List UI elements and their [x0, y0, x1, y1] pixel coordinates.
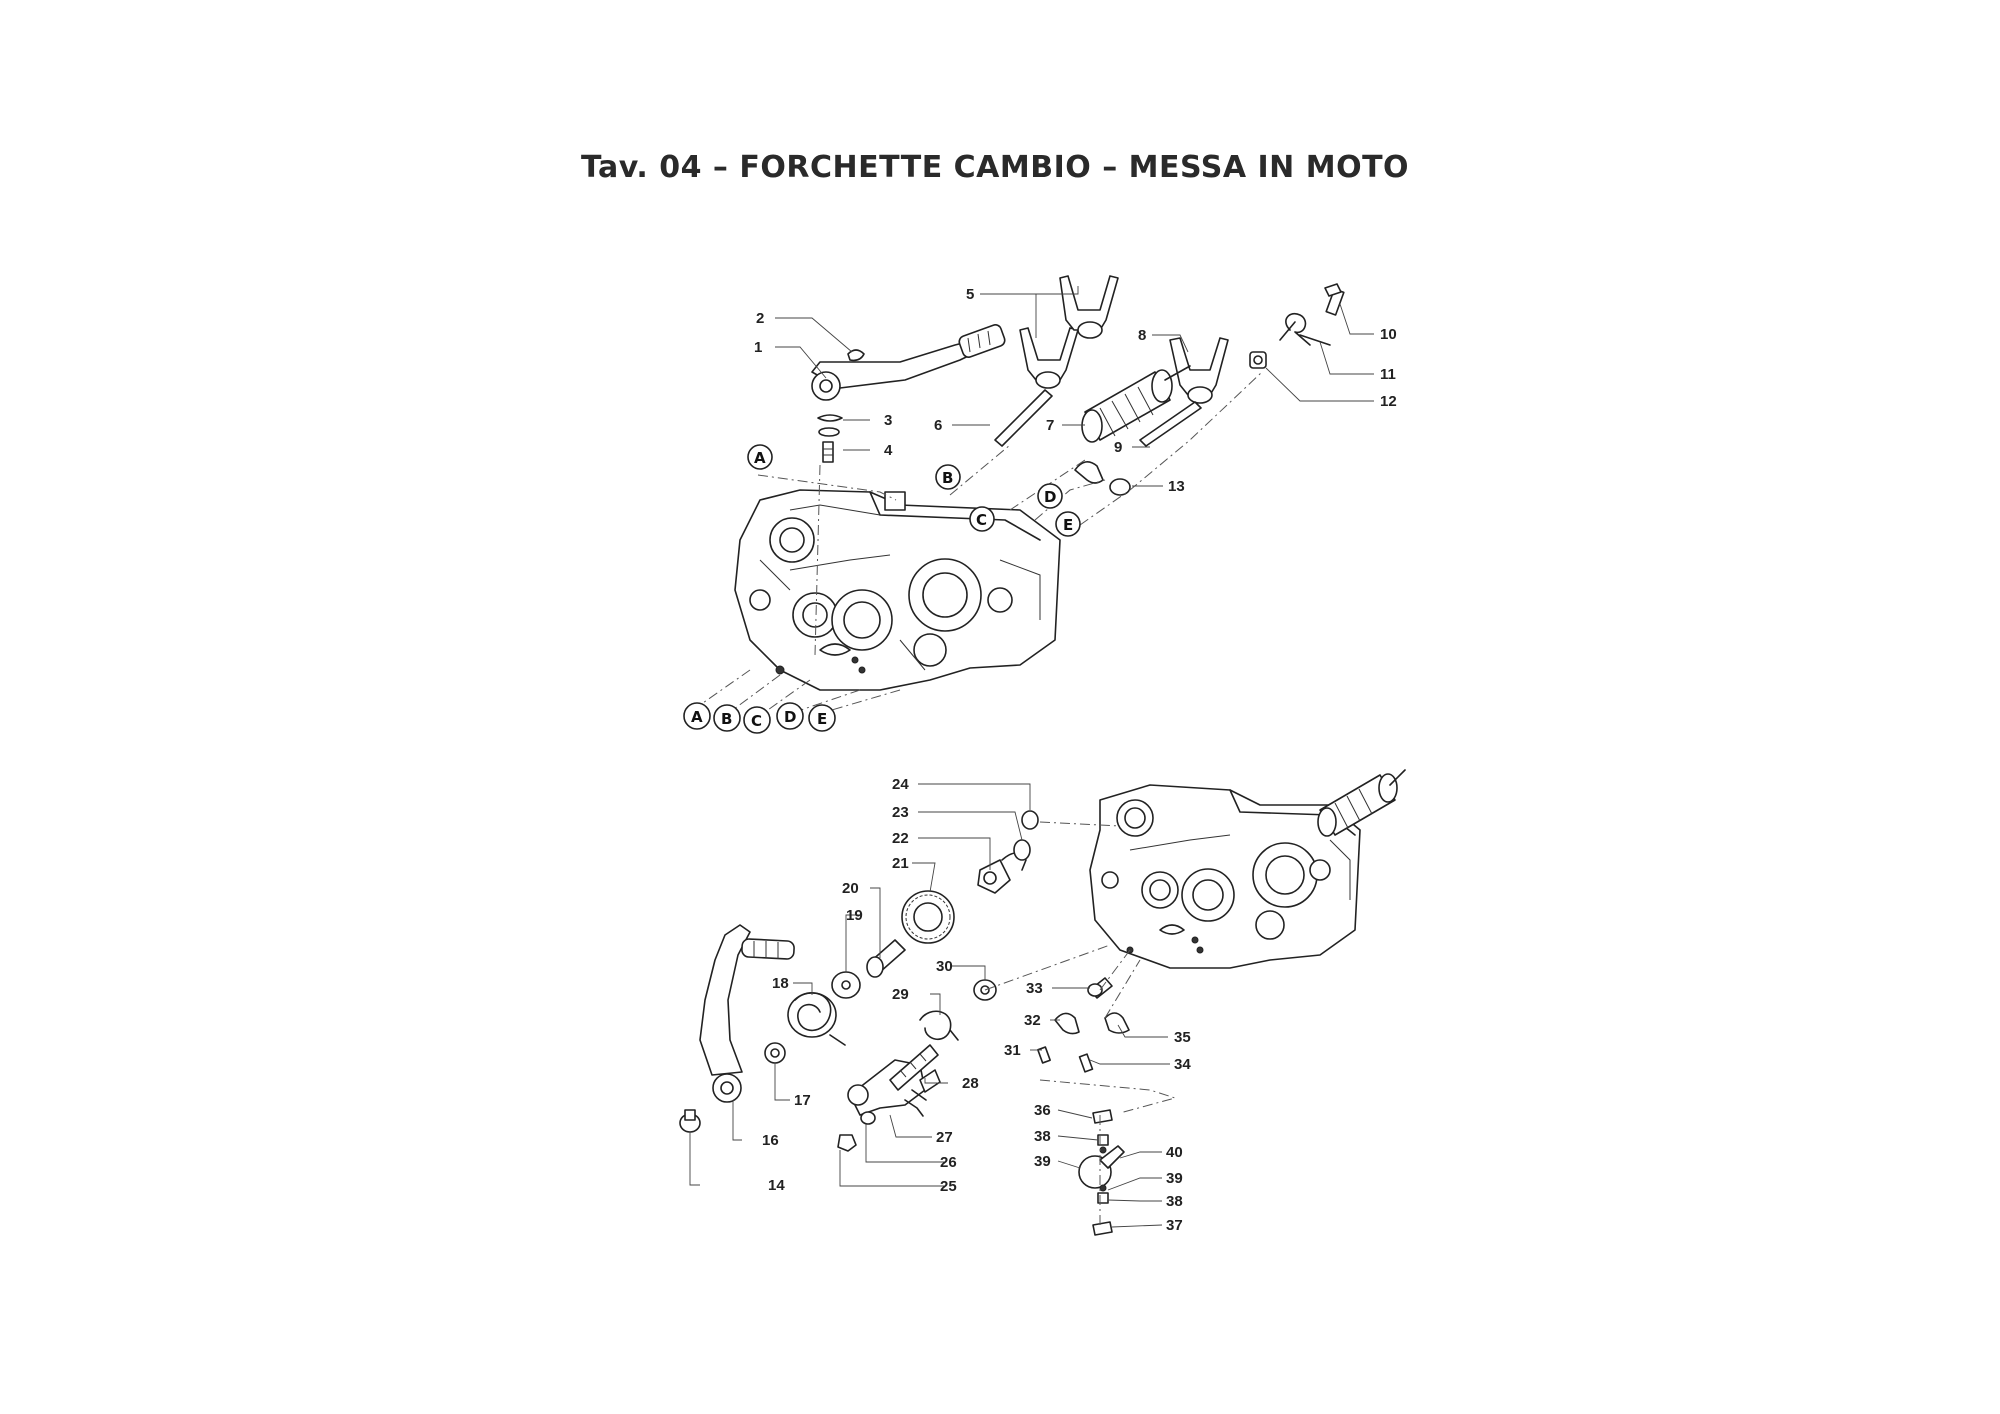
callout-26: 26 — [940, 1154, 957, 1171]
callout-2: 2 — [756, 310, 764, 327]
callout-32: 32 — [1024, 1012, 1041, 1029]
callout-39: 39 — [1034, 1153, 1051, 1170]
callout-6: 6 — [934, 417, 942, 434]
upper-leader-lines — [775, 286, 1374, 487]
callout-10: 10 — [1380, 326, 1397, 343]
page-title: Tav. 04 – FORCHETTE CAMBIO – MESSA IN MO… — [580, 150, 1410, 185]
crank-letter-b: B — [721, 710, 732, 728]
callout-40: 40 — [1166, 1144, 1183, 1161]
callout-16: 16 — [762, 1132, 779, 1149]
lower-callouts: 14 15 16 17 18 19 20 21 22 23 24 25 26 2… — [762, 776, 1191, 1234]
callout-22: 22 — [892, 830, 909, 847]
callout-36: 36 — [1034, 1102, 1051, 1119]
ref-letter-e: E — [1063, 516, 1073, 534]
crank-letter-e: E — [817, 710, 827, 728]
upper-assembly: 1 2 3 4 5 6 7 8 9 10 11 12 13 A B C D E — [683, 275, 1397, 734]
upper-alignment-lines — [699, 371, 1263, 713]
callout-24: 24 — [892, 776, 909, 793]
ref-letter-d: D — [1044, 488, 1056, 506]
callout-12: 12 — [1380, 393, 1397, 410]
selector-drum — [1081, 365, 1191, 443]
callout-27: 27 — [936, 1129, 953, 1146]
callout-19: 19 — [846, 907, 863, 924]
callout-21: 21 — [892, 855, 909, 872]
lower-leader-lines — [689, 783, 1170, 1228]
ref-letter-c: C — [976, 511, 987, 529]
lower-alignment-lines — [984, 821, 1177, 1225]
crank-letter-d: D — [784, 708, 796, 726]
callout-13: 13 — [1168, 478, 1185, 495]
callout-11: 11 — [1380, 366, 1396, 383]
kickstart-gear-set — [901, 810, 1039, 944]
callout-17: 17 — [794, 1092, 811, 1109]
callout-31: 31 — [1004, 1042, 1021, 1059]
callout-38: 38 — [1034, 1128, 1051, 1145]
callout-39-repeat: 39 — [1166, 1170, 1183, 1187]
idler-parts — [1037, 977, 1130, 1073]
shift-lever — [811, 324, 1006, 463]
callout-20: 20 — [842, 880, 859, 897]
crank-letter-a: A — [691, 708, 703, 726]
reference-letters: A B C D E — [747, 444, 1081, 537]
crankcase-letters: A B C D E — [683, 702, 836, 734]
callout-1: 1 — [754, 339, 762, 356]
kickstart-shaft-parts — [837, 979, 997, 1152]
upper-callouts: 1 2 3 4 5 6 7 8 9 10 11 12 13 — [754, 286, 1397, 495]
ref-letter-a: A — [754, 449, 766, 467]
selector-forks — [994, 275, 1229, 447]
upper-crankcase — [734, 489, 1061, 691]
callout-37: 37 — [1166, 1217, 1183, 1234]
callout-28: 28 — [962, 1075, 979, 1092]
callout-23: 23 — [892, 804, 909, 821]
lower-assembly: 14 15 16 17 18 19 20 21 22 23 24 25 26 2… — [679, 769, 1406, 1236]
callout-7: 7 — [1046, 417, 1054, 434]
callout-38-repeat: 38 — [1166, 1193, 1183, 1210]
kickstart-lever — [679, 924, 795, 1133]
callout-30: 30 — [936, 958, 953, 975]
lower-crankcase — [1089, 769, 1406, 969]
callout-3: 3 — [884, 412, 892, 429]
ref-letter-b: B — [942, 469, 953, 487]
callout-33: 33 — [1026, 980, 1043, 997]
callout-29: 29 — [892, 986, 909, 1003]
right-small-parts — [1074, 283, 1345, 496]
callout-34: 34 — [1174, 1056, 1191, 1073]
plunger-parts — [1078, 1109, 1125, 1236]
callout-35: 35 — [1174, 1029, 1191, 1046]
callout-25: 25 — [940, 1178, 957, 1195]
crank-letter-c: C — [751, 712, 762, 730]
callout-4: 4 — [884, 442, 893, 459]
callout-14: 14 — [768, 1177, 785, 1194]
callout-8: 8 — [1138, 327, 1146, 344]
callout-18: 18 — [772, 975, 789, 992]
callout-5: 5 — [966, 286, 974, 303]
callout-9: 9 — [1114, 439, 1122, 456]
